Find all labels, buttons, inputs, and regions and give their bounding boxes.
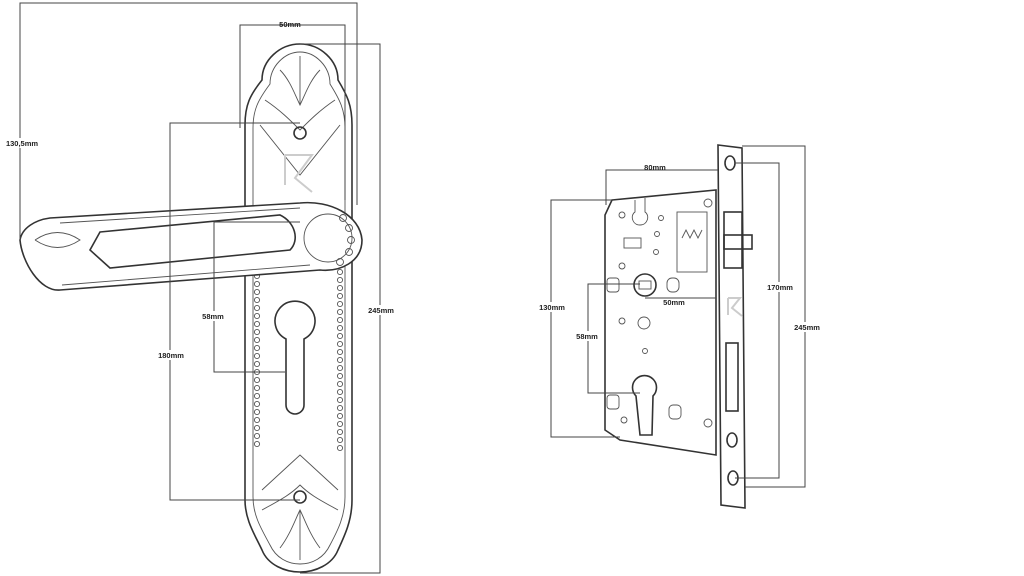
- bead: [336, 420, 344, 428]
- bead: [253, 392, 261, 400]
- bead: [253, 288, 261, 296]
- faceplate-screw-mid: [726, 432, 738, 448]
- bead: [336, 356, 344, 364]
- lower-stop: [606, 394, 620, 410]
- spindle-hub: [633, 273, 657, 297]
- handle-screw-spacing-label: 180mm: [158, 351, 184, 360]
- bead: [336, 292, 344, 300]
- top-notch: [631, 198, 649, 226]
- bead: [336, 316, 344, 324]
- bead: [336, 372, 344, 380]
- bead: [336, 428, 344, 436]
- lock-screw-spacing-label: 170mm: [767, 283, 793, 292]
- rosette-dots: [336, 214, 355, 266]
- lever-length-label: 130,5mm: [6, 139, 38, 148]
- lower-slot: [668, 404, 682, 420]
- handle-dimensions: [4, 2, 396, 574]
- bead: [336, 412, 344, 420]
- lever-handle: [19, 201, 363, 291]
- bead: [253, 296, 261, 304]
- bead: [336, 404, 344, 412]
- watermark-logo-lock: [727, 297, 743, 317]
- keyhole: [274, 300, 316, 415]
- lock-drawing: [604, 144, 753, 509]
- bead: [336, 396, 344, 404]
- bottom-screw-hole: [293, 490, 307, 504]
- bead: [336, 324, 344, 332]
- bead: [336, 332, 344, 340]
- latch-bolt: [723, 211, 743, 269]
- bead: [336, 348, 344, 356]
- lock-case: [604, 189, 717, 456]
- lock-faceplate: [717, 144, 746, 509]
- bead: [253, 432, 261, 440]
- bead-rows: [253, 256, 344, 452]
- bead: [336, 340, 344, 348]
- bead: [253, 336, 261, 344]
- follower-hole: [637, 316, 651, 330]
- case-holes: [618, 198, 713, 428]
- top-ornament: [259, 56, 341, 176]
- handle-drawing: [19, 43, 363, 573]
- handle-width-label: 50mm: [279, 20, 301, 29]
- lock-dimensions: [537, 145, 823, 488]
- spindle-square: [638, 280, 652, 290]
- handle-backplate: [244, 43, 353, 573]
- bead: [253, 416, 261, 424]
- bottom-ornament: [261, 454, 339, 560]
- watermark-logo: [284, 154, 314, 193]
- case-slot: [623, 237, 642, 249]
- bead: [336, 268, 344, 276]
- bead: [253, 312, 261, 320]
- bead: [253, 384, 261, 392]
- deadbolt-slot: [725, 342, 739, 412]
- bead: [253, 360, 261, 368]
- handle-lever-cylinder-label: 58mm: [202, 312, 224, 321]
- bead: [253, 344, 261, 352]
- bead: [253, 400, 261, 408]
- bead: [253, 376, 261, 384]
- bead: [253, 280, 261, 288]
- handle-backplate-inner: [252, 51, 346, 565]
- bead: [253, 352, 261, 360]
- bead: [336, 364, 344, 372]
- lever-rope-detail: [34, 207, 311, 286]
- handle-plate-height-label: 245mm: [368, 306, 394, 315]
- lock-case-height-label: 130mm: [539, 303, 565, 312]
- faceplate-screw-top: [724, 155, 736, 171]
- bead: [253, 304, 261, 312]
- lock-backset-label: 80mm: [644, 163, 666, 172]
- lock-faceplate-height-label: 245mm: [794, 323, 820, 332]
- spring-housing: [676, 211, 708, 273]
- top-screw-hole: [293, 126, 307, 140]
- bead: [336, 308, 344, 316]
- right-stop: [666, 277, 680, 293]
- cylinder-cutout: [631, 374, 658, 436]
- bead: [253, 424, 261, 432]
- spring-icon: [681, 228, 703, 240]
- bead: [253, 328, 261, 336]
- bead: [336, 436, 344, 444]
- bead: [336, 276, 344, 284]
- lock-spindle-cylinder-label: 58mm: [576, 332, 598, 341]
- bead: [336, 444, 344, 452]
- lock-spindle-backset-label: 50mm: [663, 298, 685, 307]
- bead: [253, 408, 261, 416]
- bead: [336, 388, 344, 396]
- bead: [336, 300, 344, 308]
- left-stop: [606, 277, 620, 293]
- bead: [253, 320, 261, 328]
- latch-tongue: [723, 234, 753, 250]
- lever-rosette: [303, 213, 353, 263]
- bead: [336, 380, 344, 388]
- bead: [336, 284, 344, 292]
- bead: [253, 440, 261, 448]
